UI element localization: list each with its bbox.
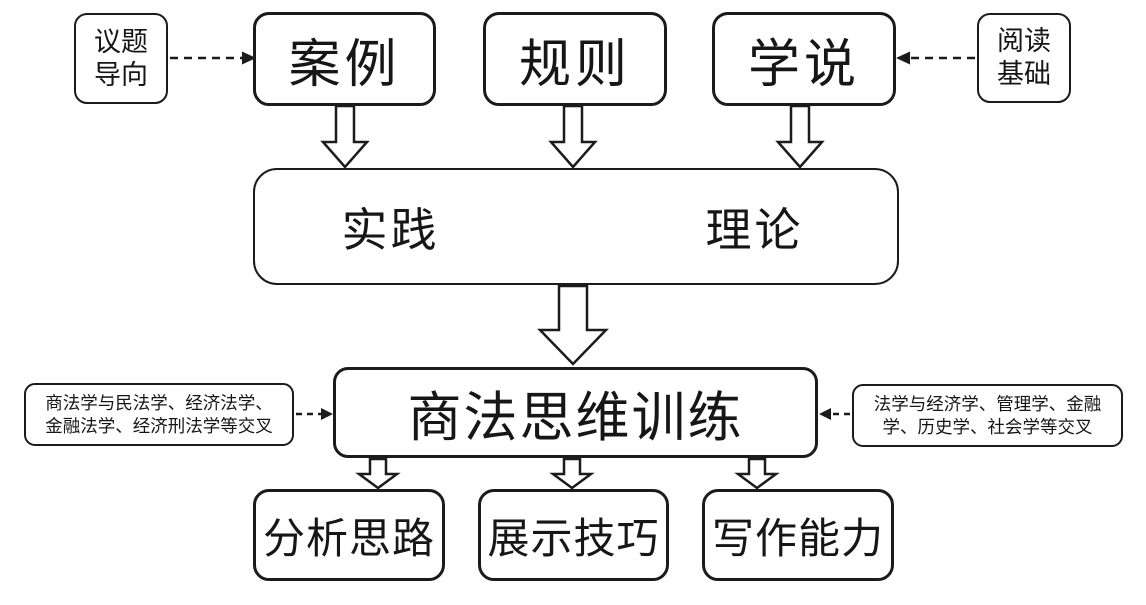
node-rules: 规则 [483,12,667,106]
topic-to-case-dashed-arrow [170,51,256,65]
node-reading-basis: 阅读 基础 [977,13,1071,103]
node-presentation: 展示技巧 [478,489,669,581]
node-topic-oriented-label: 议题 导向 [94,26,148,90]
note-right-cross-disciplines: 法学与经济学、管理学、金融 学、历史学、社会学等交叉 [852,384,1123,447]
node-main-training-label: 商法思维训练 [407,388,744,448]
node-theory-label: 理论 [705,204,804,256]
case-down-arrow [320,104,370,169]
note-left-cross-disciplines-label: 商法学与民法学、经济法学、 金融法学、经济刑法学等交叉 [45,392,273,436]
doctrine-down-arrow [775,104,825,169]
main-to-presentation-down-arrow [549,457,595,490]
node-analysis-label: 分析思路 [262,516,435,563]
rightnote-dashed-arrow [819,408,850,420]
node-writing-label: 写作能力 [711,516,884,563]
main-to-writing-down-arrow [734,457,780,490]
node-rules-label: 规则 [518,36,631,94]
node-case: 案例 [253,12,436,106]
container-down-arrow [537,284,609,366]
node-practice-label: 实践 [341,204,440,256]
node-doctrine: 学说 [712,12,896,106]
node-reading-basis-label: 阅读 基础 [997,26,1051,89]
leftnote-dashed-arrow [296,408,333,420]
note-right-cross-disciplines-label: 法学与经济学、管理学、金融 学、历史学、社会学等交叉 [873,393,1102,437]
node-main-training: 商法思维训练 [333,367,818,458]
node-doctrine-label: 学说 [747,36,860,94]
main-to-analysis-down-arrow [355,457,401,490]
node-analysis: 分析思路 [253,489,445,581]
practice-theory-container [253,168,899,285]
rules-down-arrow [548,104,598,169]
node-writing: 写作能力 [702,489,894,581]
node-theory: 理论 [660,181,849,272]
reading-to-doctrine-dashed-arrow [896,51,975,65]
node-practice: 实践 [296,181,485,272]
note-left-cross-disciplines: 商法学与民法学、经济法学、 金融法学、经济刑法学等交叉 [24,383,294,446]
node-case-label: 案例 [288,36,401,94]
node-topic-oriented: 议题 导向 [74,13,168,104]
node-presentation-label: 展示技巧 [487,516,660,563]
